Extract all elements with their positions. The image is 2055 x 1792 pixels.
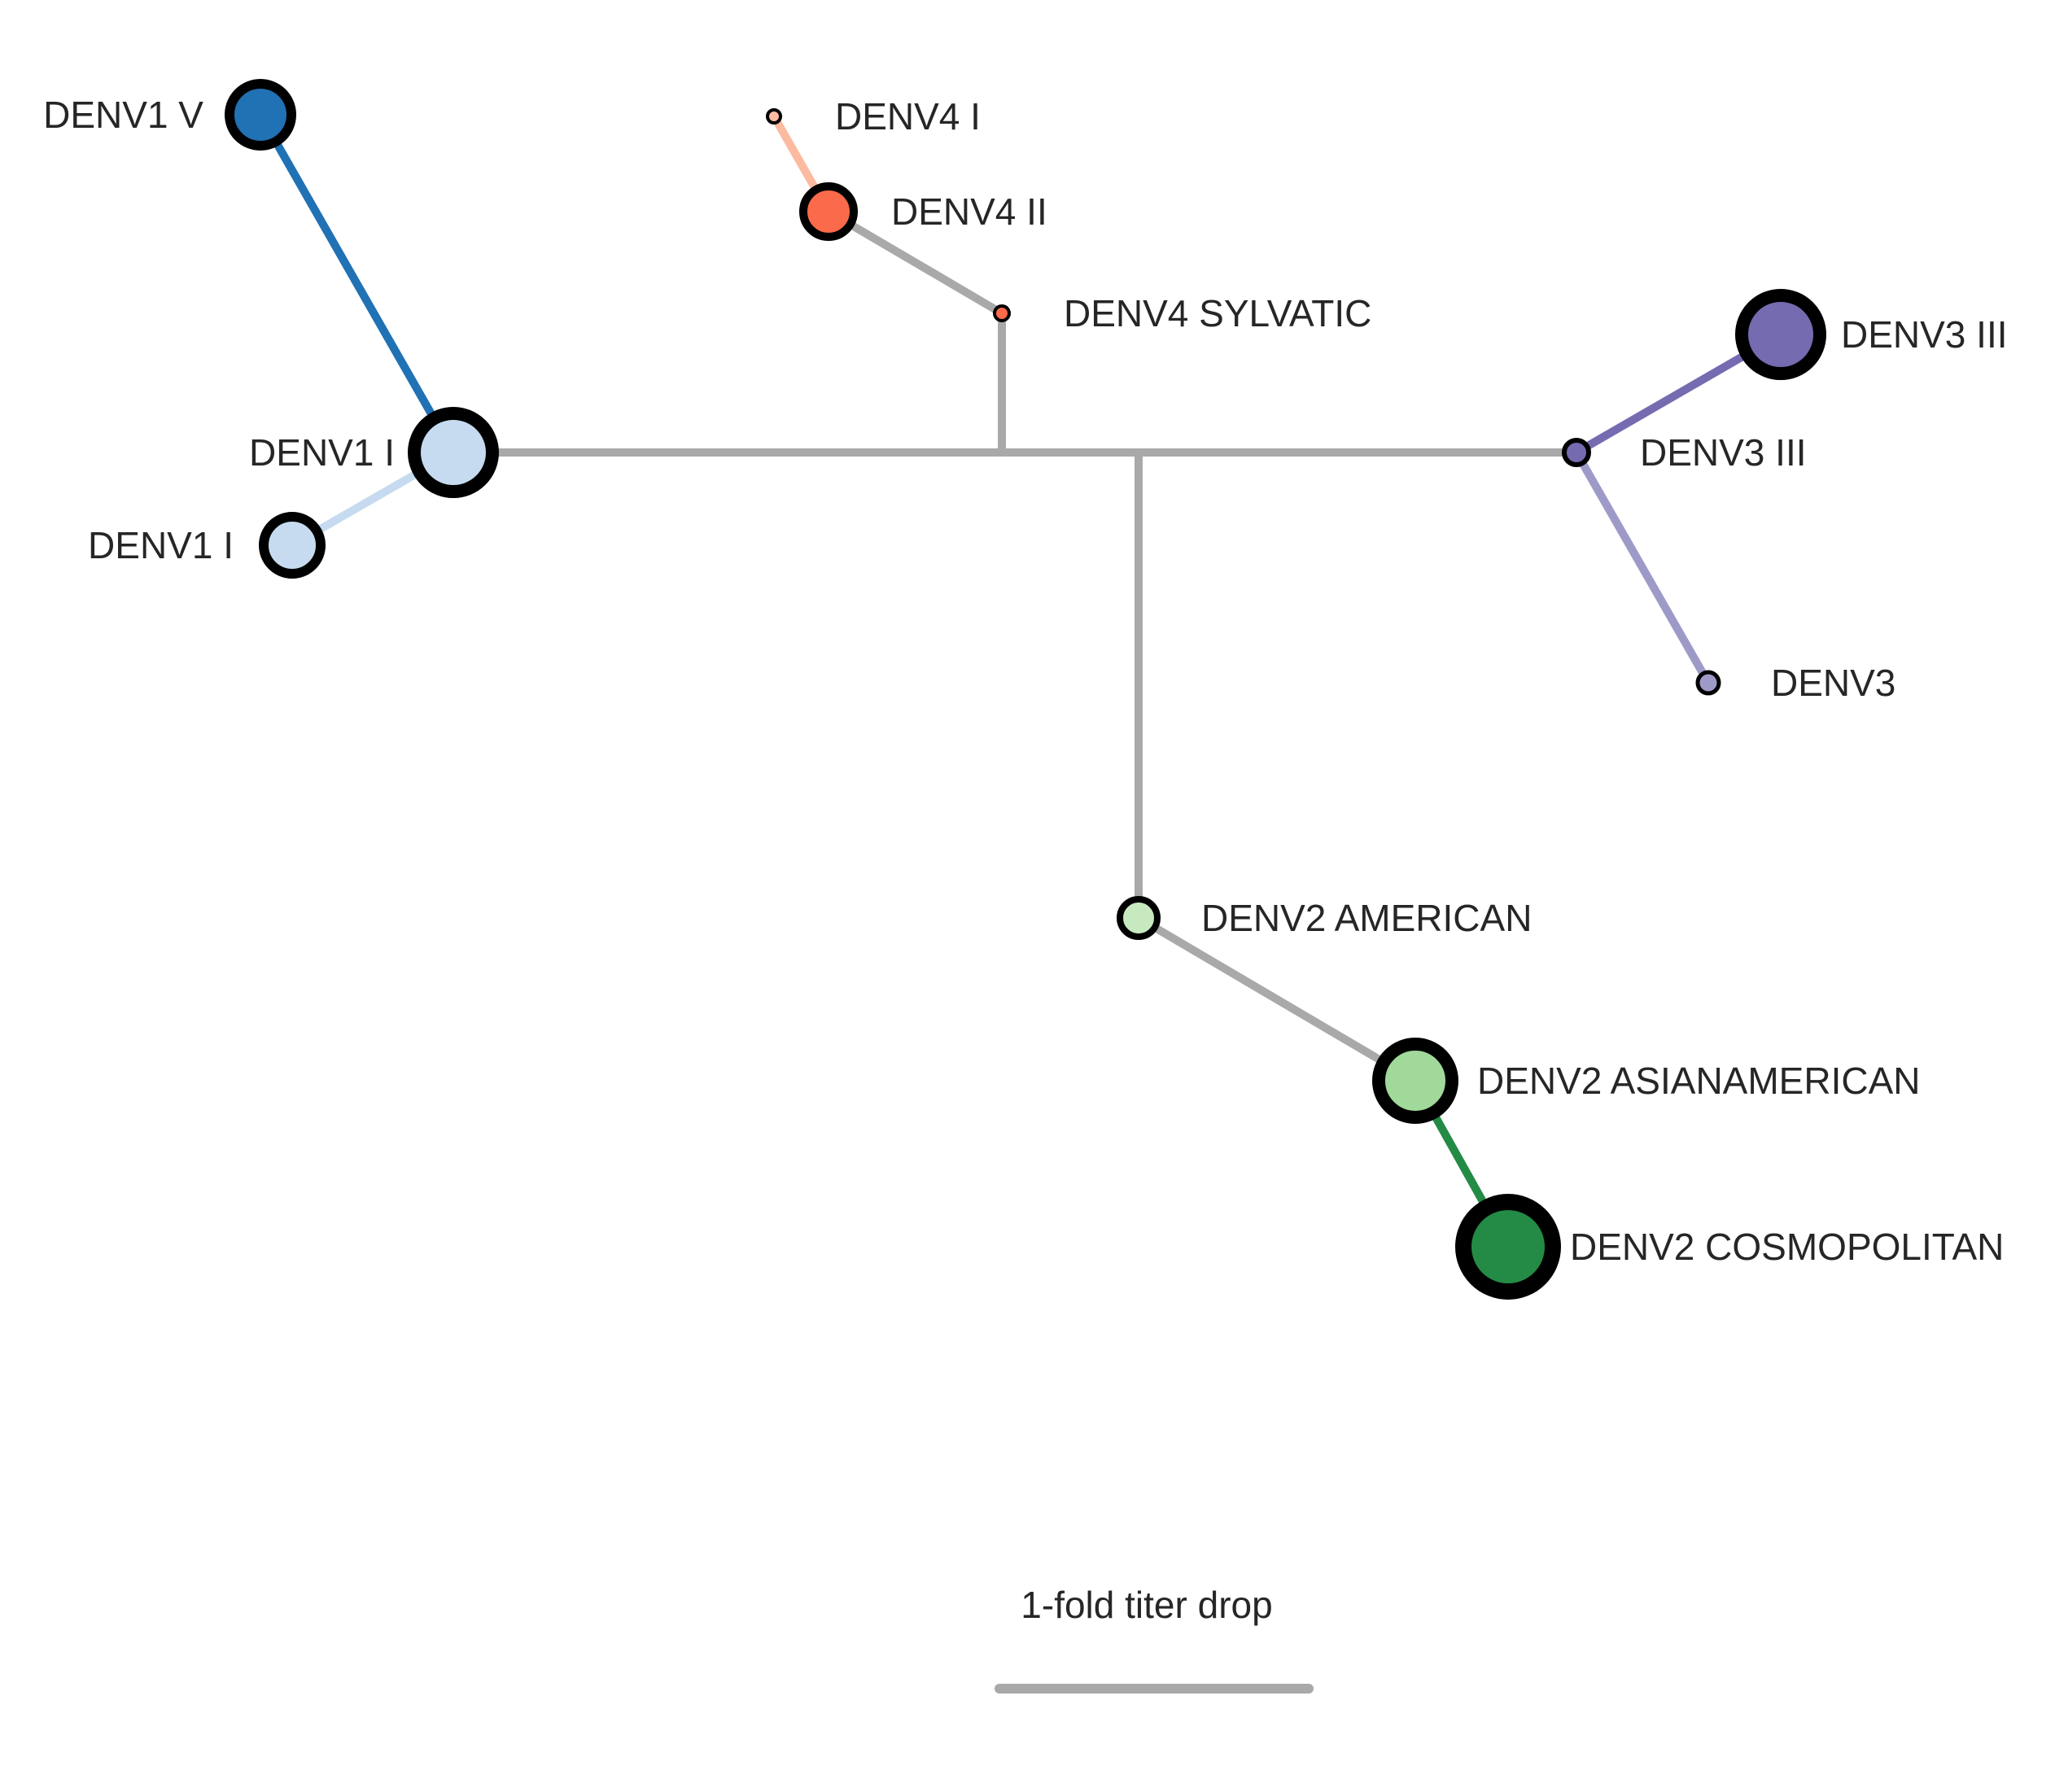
node-denv3[interactable] xyxy=(1695,670,1721,696)
label-denv1-i-hub: DENV1 I xyxy=(249,431,395,474)
label-denv4-ii: DENV4 II xyxy=(891,190,1047,233)
label-denv2-american: DENV2 AMERICAN xyxy=(1201,897,1532,939)
branch-denv2-american-to-denv2-asianamerican xyxy=(1136,914,1418,1085)
branch-denv1-v-to-denv1-i-hub xyxy=(256,112,457,455)
node-denv1-i-hub[interactable] xyxy=(408,407,499,498)
label-denv3-iii: DENV3 III xyxy=(1640,431,1807,474)
scale-bar-label: 1-fold titer drop xyxy=(1021,1584,1272,1626)
node-denv3-iii[interactable] xyxy=(1562,438,1591,467)
branch-denv4-sylvatic-to-denv4-ii xyxy=(826,208,1004,317)
node-denv2-asianamerican[interactable] xyxy=(1372,1038,1458,1124)
node-denv2-cosmopolitan[interactable] xyxy=(1455,1194,1561,1300)
label-denv3-iii-big: DENV3 III xyxy=(1841,313,2008,356)
node-labels: DENV1 V DENV1 I DENV1 I DENV4 I DENV4 II DENV… xyxy=(43,94,2007,1268)
label-denv3: DENV3 xyxy=(1771,662,1895,704)
label-denv4-i: DENV4 I xyxy=(835,95,981,138)
tree-nodes xyxy=(225,79,1826,1300)
node-denv3-iii-big[interactable] xyxy=(1735,289,1826,380)
scale-bar: 1-fold titer drop xyxy=(995,1584,1314,1694)
label-denv2-cosmopolitan: DENV2 COSMOPOLITAN xyxy=(1570,1226,2004,1268)
node-denv4-sylvatic[interactable] xyxy=(993,304,1011,322)
branch-denv3-iii-to-denv3 xyxy=(1572,450,1712,685)
node-denv1-v[interactable] xyxy=(225,79,296,151)
label-denv1-i: DENV1 I xyxy=(88,524,234,566)
node-denv4-i[interactable] xyxy=(766,108,782,125)
label-denv1-v: DENV1 V xyxy=(43,94,203,136)
label-denv2-asianamerican: DENV2 ASIANAMERICAN xyxy=(1477,1060,1920,1102)
node-denv1-i[interactable] xyxy=(259,512,326,579)
label-denv4-sylvatic: DENV4 SYLVATIC xyxy=(1064,292,1371,334)
node-denv2-american[interactable] xyxy=(1117,896,1161,940)
node-denv4-ii[interactable] xyxy=(799,182,858,241)
